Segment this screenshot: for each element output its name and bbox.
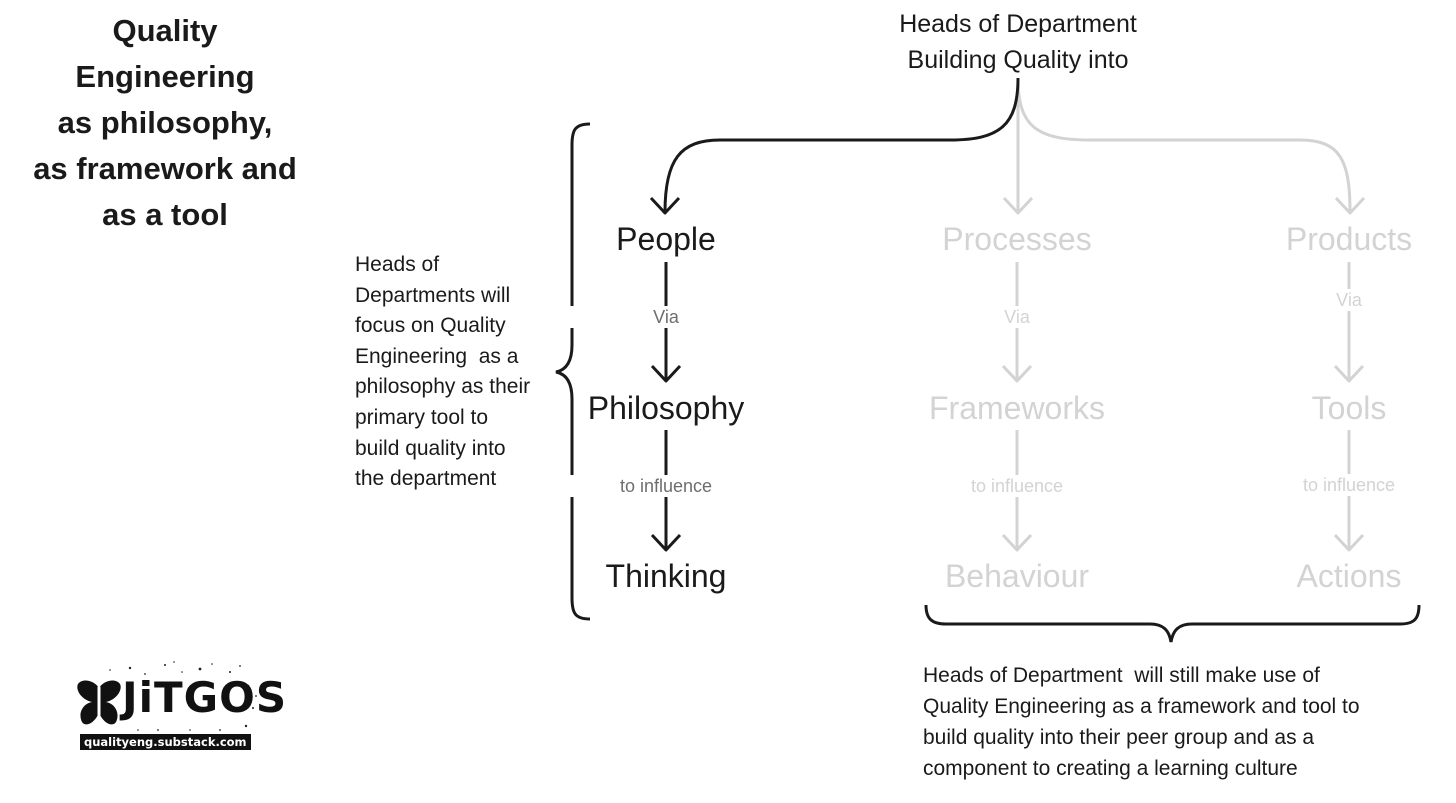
brand-logo: JiTGOS qualityeng.substack.com [70, 660, 286, 760]
arrowhead-products [1334, 196, 1366, 215]
root-line-1: Heads of Department [899, 10, 1137, 38]
node-frameworks: Frameworks [928, 390, 1105, 426]
left-note-line: build quality into [355, 436, 506, 460]
title-line-4: as framework and [33, 151, 297, 186]
arrowhead-people [649, 196, 681, 215]
node-tools: Tools [1311, 390, 1387, 426]
branch-to-products [1016, 77, 1352, 213]
connector-label-via: Via [566, 306, 766, 328]
root-line-2: Building Quality into [907, 46, 1129, 74]
title-line-1: Quality [112, 13, 218, 48]
bottom-note: Heads of Department will still make use … [923, 660, 1443, 784]
node-philosophy: Philosophy [587, 390, 745, 426]
arrowhead-processes [1002, 196, 1034, 215]
title-line-2: Engineering [75, 59, 255, 94]
connector-label-to-influence: to influence [566, 475, 766, 497]
bottom-brace [924, 604, 1421, 643]
node-products: Products [1285, 221, 1413, 257]
bottom-note-line: Quality Engineering as a framework and t… [923, 695, 1360, 718]
left-note-line: primary tool to [355, 405, 489, 429]
left-note-line: the department [355, 467, 497, 491]
connector-label-to-influence: to influence [917, 475, 1117, 497]
left-note: Heads of Departments will focus on Quali… [355, 250, 565, 495]
logo-speckle-background [109, 661, 257, 731]
logo-url: qualityeng.substack.com [80, 734, 251, 750]
left-note-line: Departments will [355, 283, 511, 307]
bottom-note-line: Heads of Department will still make use … [923, 664, 1320, 687]
node-processes: Processes [942, 221, 1092, 257]
node-actions: Actions [1296, 558, 1402, 594]
left-note-line: Engineering as a [355, 344, 519, 368]
connector-label-via: Via [917, 306, 1117, 328]
bottom-note-line: build quality into their peer group and … [923, 726, 1315, 749]
butterfly-icon [77, 680, 121, 725]
left-note-line: focus on Quality [355, 314, 506, 338]
node-people: People [616, 221, 716, 257]
bottom-note-line: component to creating a learning culture [923, 757, 1298, 780]
node-behaviour: Behaviour [944, 558, 1090, 594]
node-thinking: Thinking [605, 558, 727, 594]
left-note-line: philosophy as their [355, 375, 531, 399]
branch-to-people [663, 77, 1020, 213]
title-line-5: as a tool [102, 197, 228, 232]
connector-label-via: Via [1249, 289, 1449, 311]
connector-label-to-influence: to influence [1249, 474, 1449, 496]
left-note-line: Heads of [355, 253, 440, 276]
logo-wordmark: JiTGOS [122, 673, 288, 722]
title-line-3: as philosophy, [57, 105, 273, 140]
left-brace [555, 122, 591, 621]
